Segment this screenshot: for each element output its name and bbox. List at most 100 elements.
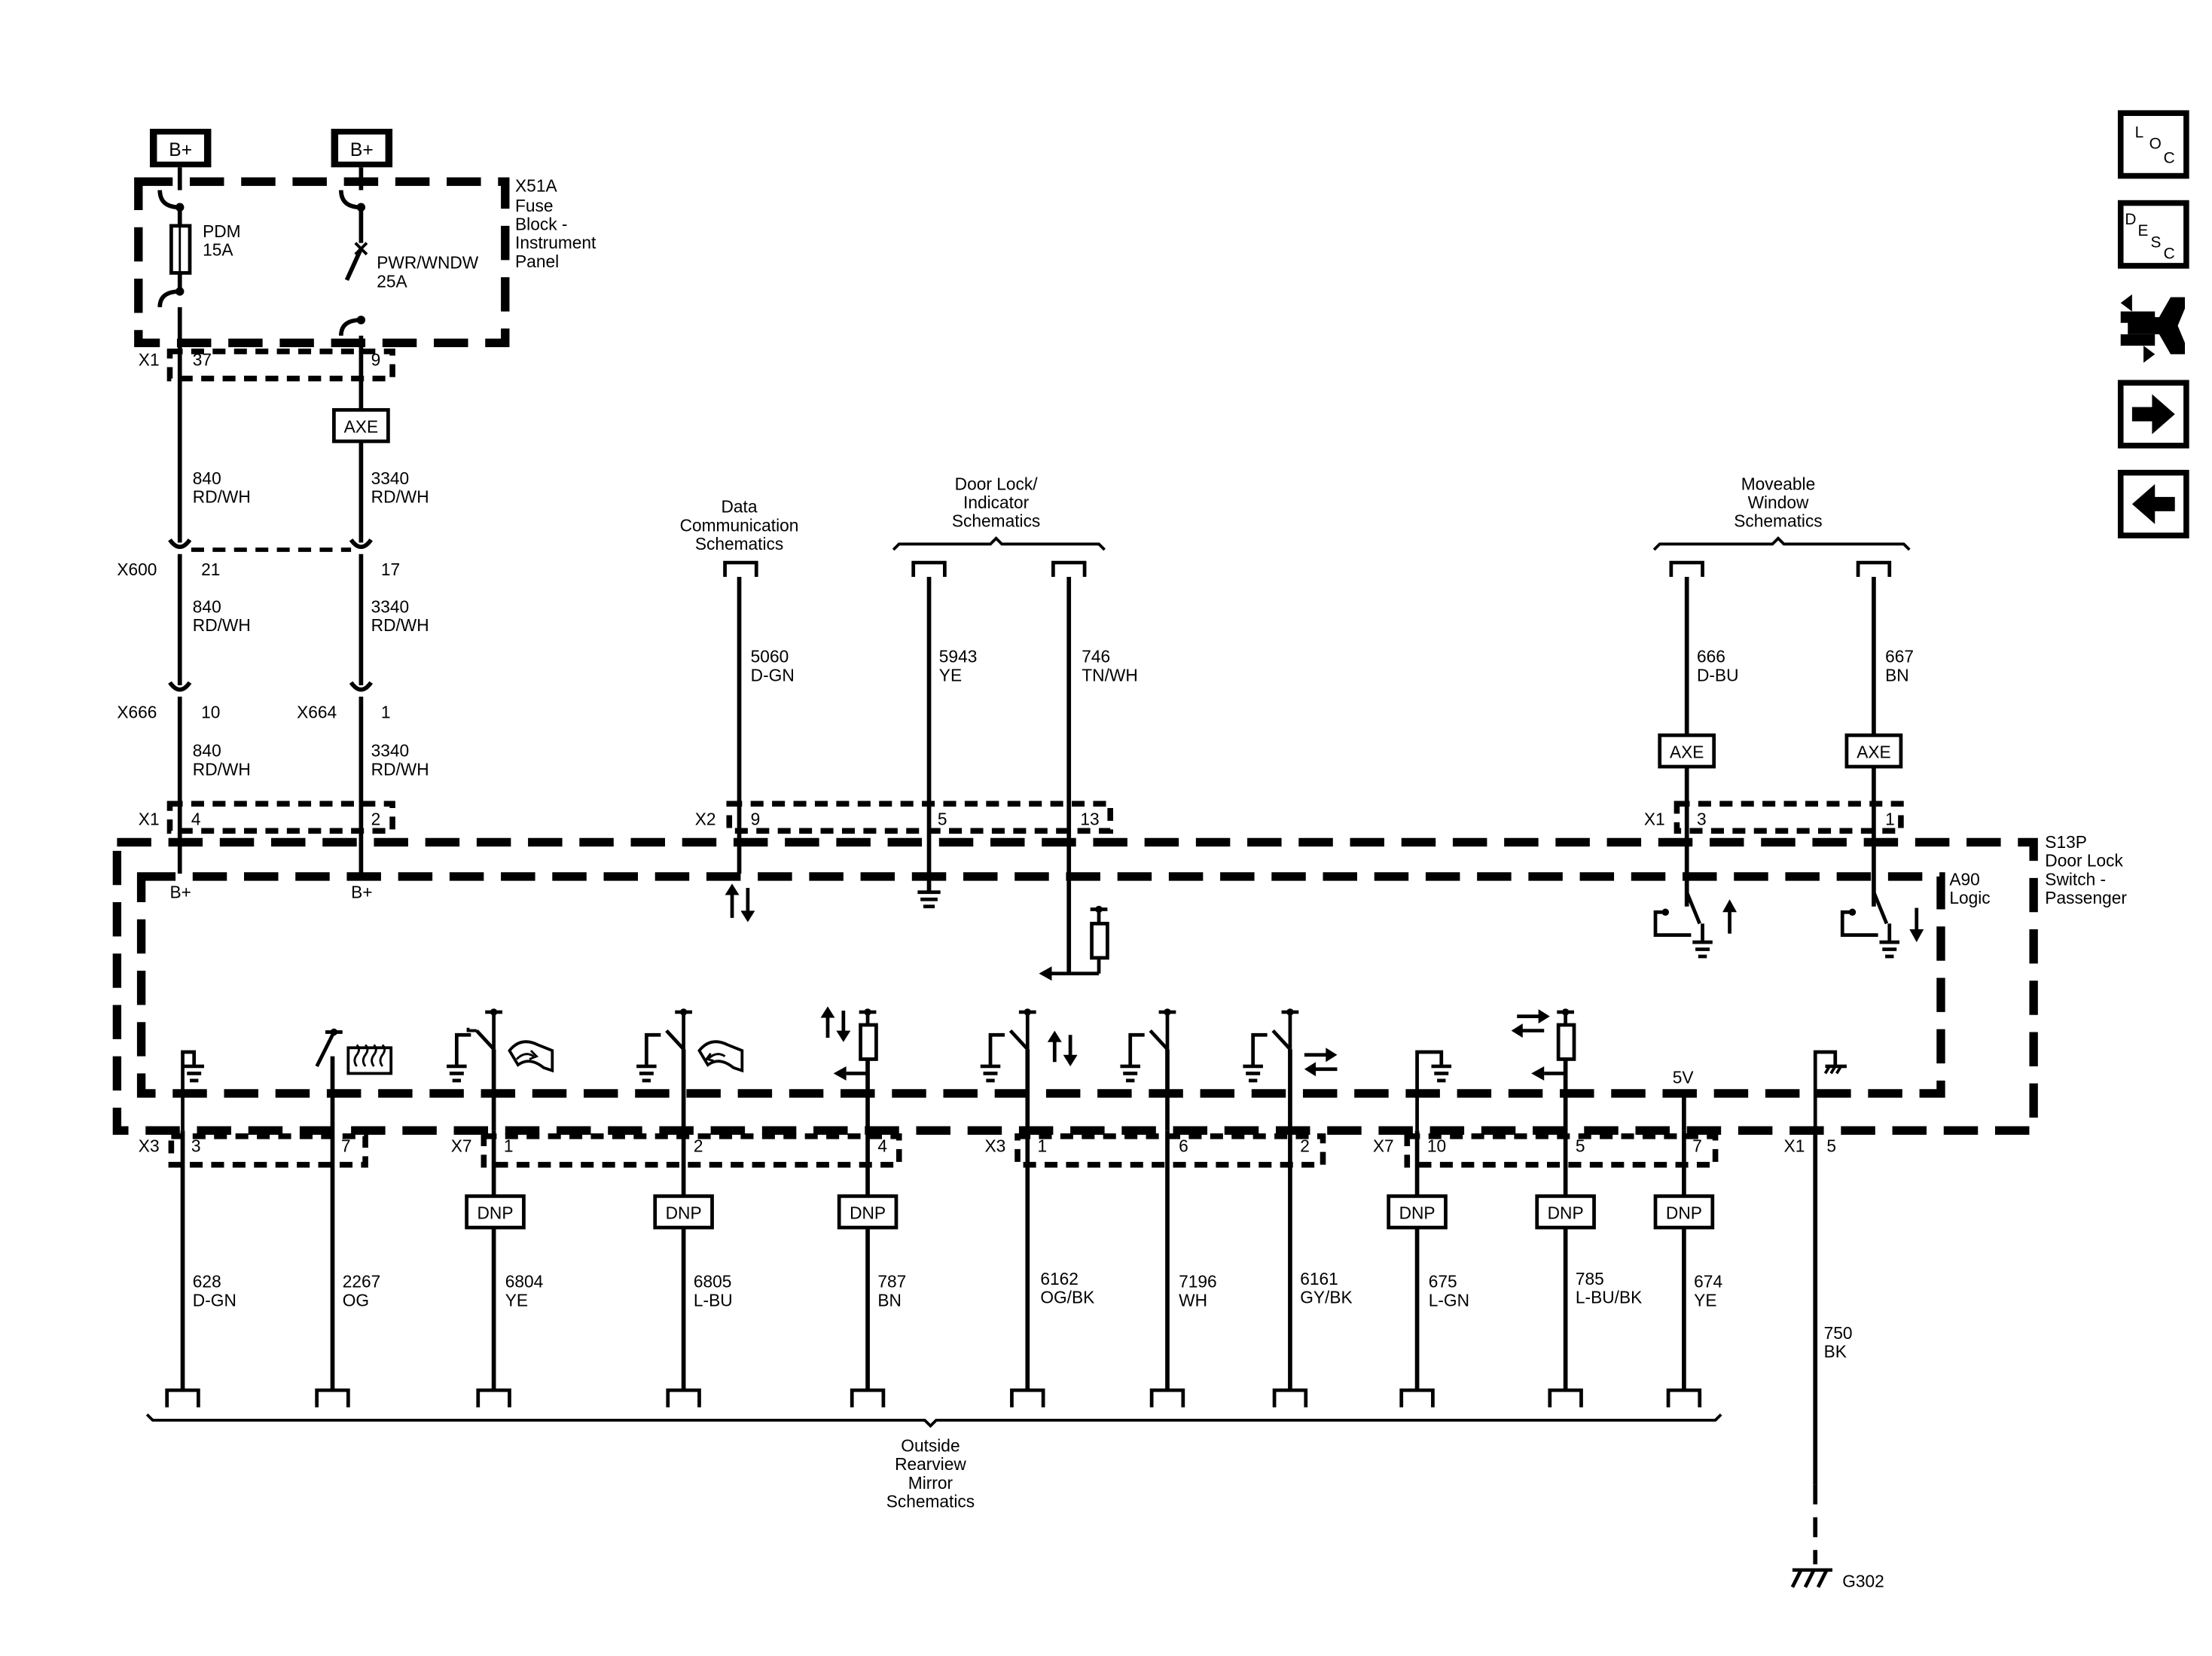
axe-box-667: AXE [1844, 733, 1903, 769]
svg-text:D-GN: D-GN [193, 1290, 236, 1310]
svg-text:10: 10 [1427, 1136, 1446, 1156]
connector-x7-a: X7 1 2 4 [451, 1133, 902, 1168]
svg-text:X2: X2 [695, 810, 716, 829]
heated-mirror-switch [315, 1028, 343, 1131]
svg-text:37: 37 [193, 350, 212, 370]
dnp-box-6804: DNP [465, 1194, 526, 1230]
svg-text:Schematics: Schematics [952, 511, 1040, 531]
wire-label-666: 666 D-BU [1697, 647, 1739, 685]
svg-text:Passenger: Passenger [2045, 888, 2127, 907]
svg-text:Instrument: Instrument [515, 233, 596, 252]
connector-x1-ground: X1 5 [1784, 1136, 1836, 1156]
ground-symbol-628 [181, 1050, 204, 1131]
svg-text:G302: G302 [1842, 1572, 1884, 1591]
svg-text:DNP: DNP [666, 1203, 702, 1223]
svg-text:B+: B+ [169, 140, 192, 160]
connector-x666: X666 10 [117, 681, 220, 722]
arrow-right-icon [2131, 394, 2175, 435]
module-s13p-boundary [112, 837, 2038, 1135]
connector-end-view-icon[interactable] [2120, 294, 2185, 363]
svg-text:RD/WH: RD/WH [193, 486, 251, 506]
svg-text:3: 3 [191, 1136, 201, 1156]
svg-text:L: L [2135, 124, 2144, 141]
svg-text:3: 3 [1697, 810, 1707, 829]
svg-text:RD/WH: RD/WH [371, 615, 429, 635]
connector-x664: X664 1 [297, 681, 391, 722]
svg-text:5: 5 [1576, 1136, 1585, 1156]
svg-text:C: C [2164, 150, 2175, 167]
dnp-box-674: DNP [1653, 1194, 1715, 1230]
svg-text:6805: 6805 [694, 1272, 732, 1292]
mirror-switch-7196 [1120, 1008, 1176, 1131]
svg-text:Switch -: Switch - [2045, 869, 2106, 889]
svg-text:S13P: S13P [2045, 832, 2087, 852]
svg-text:7: 7 [341, 1136, 351, 1156]
svg-text:3340: 3340 [371, 596, 410, 616]
svg-text:Block -: Block - [515, 215, 567, 234]
svg-text:Rearview: Rearview [895, 1454, 966, 1474]
ref-outside-rearview-mirror[interactable]: Outside Rearview Mirror Schematics [145, 1413, 1722, 1511]
svg-text:5: 5 [938, 810, 947, 829]
svg-text:2: 2 [1300, 1136, 1310, 1156]
wire-label-5943: 5943 YE [939, 647, 978, 685]
svg-text:5: 5 [1826, 1136, 1836, 1156]
svg-text:X1: X1 [1784, 1136, 1805, 1156]
ref-data-communication[interactable]: Data Communication Schematics [680, 497, 799, 578]
svg-text:X1: X1 [139, 810, 160, 829]
svg-text:840: 840 [193, 596, 221, 616]
svg-text:B+: B+ [351, 882, 372, 901]
svg-text:675: 675 [1429, 1272, 1457, 1292]
svg-text:Communication: Communication [680, 515, 799, 535]
loc-button[interactable]: L O C [2117, 110, 2189, 179]
ground-symbol-675 [1415, 1050, 1452, 1131]
svg-text:PDM: PDM [203, 221, 241, 241]
dnp-box-787: DNP [837, 1194, 899, 1230]
wire-label-746: 746 TN/WH [1082, 647, 1137, 685]
wire-label-3340-a: 3340 RD/WH [371, 468, 429, 507]
svg-text:X1: X1 [139, 350, 160, 370]
fuse-block-label: X51A Fuse Block - Instrument Panel [515, 175, 596, 270]
svg-text:L-GN: L-GN [1429, 1290, 1469, 1310]
svg-text:D: D [2125, 211, 2136, 228]
svg-text:Window: Window [1748, 493, 1809, 512]
svg-text:YE: YE [1694, 1290, 1716, 1310]
svg-text:674: 674 [1694, 1272, 1722, 1292]
wire-label-5060: 5060 D-GN [751, 647, 795, 685]
bplus-terminal-2: B+ [331, 129, 393, 168]
svg-text:15A: 15A [203, 240, 233, 260]
svg-text:Schematics: Schematics [1734, 511, 1822, 531]
svg-text:RD/WH: RD/WH [371, 759, 429, 779]
svg-text:667: 667 [1885, 647, 1914, 666]
svg-text:1: 1 [381, 703, 391, 722]
svg-text:GY/BK: GY/BK [1300, 1287, 1352, 1307]
svg-text:1: 1 [1885, 810, 1895, 829]
svg-text:O: O [2149, 136, 2162, 153]
svg-text:7196: 7196 [1179, 1272, 1217, 1292]
svg-text:7: 7 [1692, 1136, 1702, 1156]
ground-symbol-5943 [917, 890, 941, 909]
svg-text:17: 17 [381, 560, 400, 579]
svg-text:Logic: Logic [1949, 888, 1990, 907]
mirror-fold-icon-1 [508, 1040, 554, 1073]
svg-text:4: 4 [877, 1136, 887, 1156]
prev-page-button[interactable] [2117, 469, 2189, 538]
next-page-button[interactable] [2117, 380, 2189, 449]
window-down-switch [1840, 891, 1924, 959]
window-up-switch [1653, 891, 1738, 959]
svg-text:X666: X666 [117, 703, 157, 722]
connector-x3-b: X3 1 6 2 [984, 1133, 1326, 1168]
svg-text:RD/WH: RD/WH [193, 615, 251, 635]
svg-text:Moveable: Moveable [1741, 474, 1816, 493]
svg-text:Panel: Panel [515, 252, 559, 271]
desc-button[interactable]: D E S C [2117, 200, 2189, 269]
svg-text:Outside: Outside [901, 1436, 960, 1456]
ref-moveable-window[interactable]: Moveable Window Schematics [1652, 474, 1911, 578]
svg-text:S: S [2151, 233, 2162, 251]
ref-door-lock-indicator[interactable]: Door Lock/ Indicator Schematics [892, 474, 1106, 578]
